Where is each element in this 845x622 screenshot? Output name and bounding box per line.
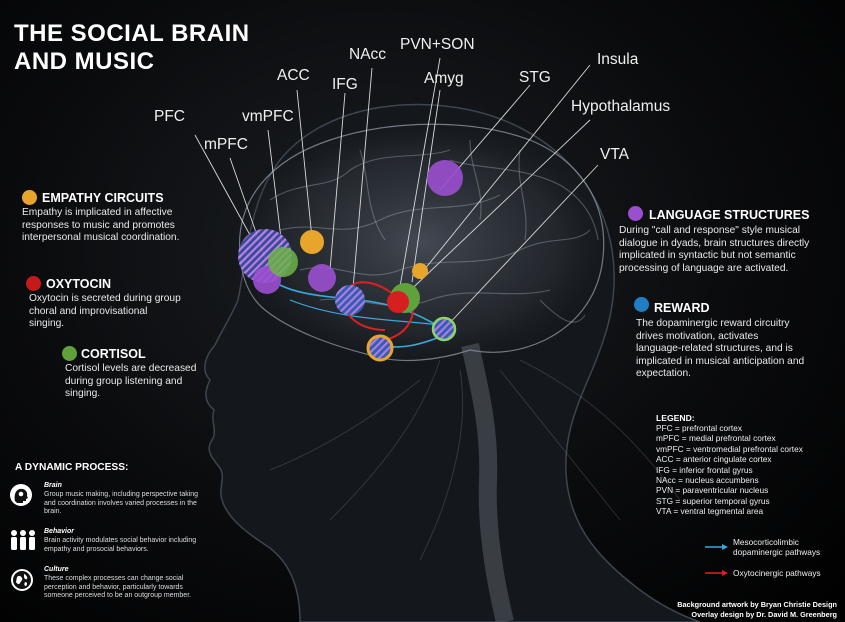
label-stg: STG bbox=[519, 69, 551, 86]
credit-overlay: Overlay design by Dr. David M. Greenberg bbox=[691, 609, 837, 619]
label-mpfc: mPFC bbox=[204, 136, 248, 153]
legend-item: VTA = ventral tegmental area bbox=[656, 506, 764, 517]
stg-circle bbox=[427, 160, 463, 196]
empathy-text: Empathy is implicated in affective respo… bbox=[22, 207, 180, 244]
label-pvn-son: PVN+SON bbox=[400, 36, 475, 53]
title-line-2: AND MUSIC bbox=[14, 48, 155, 75]
process-behavior-text: Brain activity modulates social behavior… bbox=[44, 537, 197, 553]
head-gears-icon bbox=[10, 484, 32, 506]
acc-circle bbox=[300, 230, 324, 254]
oxytocin-text: Oxytocin is secreted during group choral… bbox=[29, 293, 181, 330]
pvn-son-circle bbox=[387, 291, 409, 313]
legend-item: vmPFC = ventromedial prefrontal cortex bbox=[656, 443, 803, 454]
legend-item: mPFC = medial prefrontal cortex bbox=[656, 433, 776, 444]
label-nacc: NAcc bbox=[349, 46, 387, 63]
credits: Background artwork by Bryan Christie Des… bbox=[677, 600, 837, 619]
process-brain-name: Brain bbox=[44, 482, 62, 489]
legend-title: LEGEND: bbox=[656, 413, 695, 423]
empathy-title: EMPATHY CIRCUITS bbox=[42, 191, 164, 205]
globe-icon bbox=[11, 569, 33, 591]
process-title: A DYNAMIC PROCESS: bbox=[15, 462, 129, 473]
region-circles bbox=[238, 160, 463, 362]
process-culture-name: Culture bbox=[44, 566, 69, 573]
legend-oxytocinergic-label: Oxytocinergic pathways bbox=[733, 568, 821, 578]
legend-item: PFC = prefrontal cortex bbox=[656, 423, 742, 433]
legend-item: IFG = inferior frontal gyrus bbox=[656, 464, 753, 475]
process-brain-text: Group music making, including perspectiv… bbox=[44, 491, 199, 515]
reward-title: REWARD bbox=[654, 301, 710, 315]
oxytocin-title: OXYTOCIN bbox=[46, 277, 112, 291]
infographic-title: THE SOCIAL BRAIN AND MUSIC bbox=[14, 20, 250, 76]
oxytocin-dot bbox=[26, 276, 41, 291]
label-acc: ACC bbox=[277, 67, 310, 84]
brain-folds bbox=[269, 139, 599, 323]
language-dot bbox=[628, 206, 643, 221]
hypothalamus-circle bbox=[366, 334, 394, 362]
legend-item: STG = superior temporal gyrus bbox=[656, 495, 770, 506]
label-pfc: PFC bbox=[154, 108, 185, 125]
vmpfc-circle bbox=[268, 247, 298, 277]
language-text: During "call and response" style musical… bbox=[619, 225, 810, 274]
legend-item: ACC = anterior cingulate cortex bbox=[656, 454, 772, 465]
label-vta: VTA bbox=[600, 146, 629, 163]
label-ifg: IFG bbox=[332, 76, 358, 93]
empathy-dot bbox=[22, 190, 37, 205]
brain-shape bbox=[238, 123, 605, 362]
process-culture-text: These complex processes can change socia… bbox=[44, 575, 192, 599]
label-hypothalamus: Hypothalamus bbox=[571, 98, 671, 115]
legend-item: NAcc = nucleus accumbens bbox=[656, 475, 759, 486]
cortisol-text: Cortisol levels are decreased during gro… bbox=[65, 363, 197, 400]
reward-text: The dopaminergic reward circuitry drives… bbox=[636, 318, 805, 380]
cortisol-dot bbox=[62, 346, 77, 361]
label-amyg: Amyg bbox=[424, 70, 464, 87]
insula-circle bbox=[412, 263, 428, 279]
legend-item: PVN = paraventricular nucleus bbox=[656, 485, 769, 496]
nacc-circle bbox=[335, 285, 365, 315]
label-vmpfc: vmPFC bbox=[242, 108, 294, 125]
cortisol-title: CORTISOL bbox=[81, 347, 146, 361]
people-group-icon bbox=[8, 529, 38, 551]
vta-circle bbox=[431, 316, 457, 342]
nerve-fibers bbox=[269, 359, 681, 561]
process-behavior-name: Behavior bbox=[44, 528, 74, 535]
language-title: LANGUAGE STRUCTURES bbox=[649, 208, 810, 222]
brainstem bbox=[461, 343, 514, 622]
reward-dot bbox=[634, 297, 649, 312]
label-insula: Insula bbox=[597, 51, 639, 68]
legend-mesocorticolimbic-label: Mesocorticolimbic dopaminergic pathways bbox=[733, 537, 821, 558]
credit-artwork: Background artwork by Bryan Christie Des… bbox=[677, 600, 837, 609]
title-line-1: THE SOCIAL BRAIN bbox=[14, 20, 250, 47]
ifg-circle bbox=[308, 264, 336, 292]
